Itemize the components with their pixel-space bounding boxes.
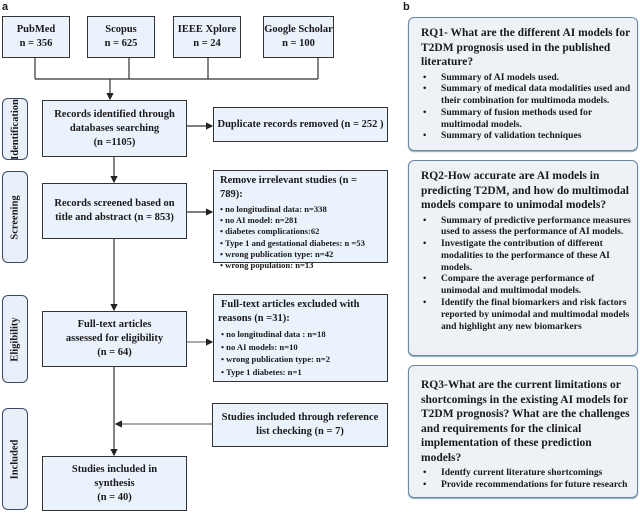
studies-included-box: Studies included in synthesis (n = 40): [42, 456, 187, 511]
text-line: Studies included in: [71, 463, 158, 475]
list-item: wrong publication type: n=2: [221, 353, 381, 366]
stage-label: Included: [9, 439, 21, 479]
irrelevant-studies-box: Remove irrelevant studies (n = 789): no …: [213, 170, 388, 270]
list-item: Summary of AI models used.: [421, 72, 633, 84]
text-line: databases searching: [69, 122, 160, 134]
source-google-scholar: Google Scholar n = 100: [263, 16, 334, 58]
source-ieee-xplore: IEEE Xplore n = 24: [173, 16, 241, 58]
list-item: Identfy current literature shortcomings: [421, 467, 633, 479]
text-line: Duplicate records removed (n = 252 ): [217, 118, 384, 130]
reference-checking-box: Studies included through reference list …: [212, 403, 388, 447]
question-text: RQ1- What are the different AI models fo…: [421, 27, 631, 68]
irrelevant-list: no longitudinal data: n=338 no AI model:…: [220, 204, 381, 271]
list-item: no longitudinal data: n=338: [220, 204, 381, 215]
stage-label: Eligibility: [9, 316, 21, 362]
box-title: reasons (n =31):: [218, 313, 290, 324]
source-scopus: Scopus n = 625: [87, 16, 155, 58]
text-line: list checking (n = 7): [256, 426, 344, 437]
text-line: (n =1105): [93, 136, 136, 148]
source-pubmed: PubMed n = 356: [2, 16, 70, 58]
source-name: IEEE Xplore: [177, 24, 237, 35]
text-line: Studies included through reference: [221, 412, 379, 423]
box-title: Remove irrelevant studies (n = 789):: [220, 175, 358, 200]
research-questions-column: RQ1- What are the different AI models fo…: [408, 17, 638, 498]
question-text: RQ2-How accurate are AI models in predic…: [421, 170, 629, 211]
list-item: Summary of predictive performance measur…: [421, 215, 633, 239]
list-item: Summary of validation techniques: [421, 130, 633, 142]
rq2-list: Summary of predictive performance measur…: [421, 215, 633, 333]
rq2-box: RQ2-How accurate are AI models in predic…: [408, 160, 638, 356]
list-item: Compare the average performance of unimo…: [421, 273, 633, 297]
source-name: Scopus: [105, 24, 137, 35]
rq3-list: Identfy current literature shortcomings …: [421, 467, 633, 491]
text-line: (n = 64): [97, 347, 132, 358]
text-line: assessed for eligibility: [65, 333, 164, 344]
panel-a-label: a: [2, 1, 9, 13]
list-item: Type 1 diabetes: n=1: [221, 366, 381, 379]
list-item: Summary of fusion methods used for multi…: [421, 107, 633, 131]
question-text: RQ3-What are the current limitations or …: [421, 379, 630, 464]
box-title: Full-text articles excluded with: [221, 299, 360, 310]
stage-label: Identification: [9, 98, 21, 160]
stage-screening: Screening: [2, 171, 28, 263]
rq1-box: RQ1- What are the different AI models fo…: [408, 17, 638, 151]
text-line: title and abstract (n = 853): [55, 212, 174, 223]
source-name: Google Scholar: [264, 24, 333, 35]
text-line: synthesis: [94, 477, 135, 489]
list-item: Summary of medical data modalities used …: [421, 83, 633, 107]
list-item: no AI model: n=281: [220, 215, 381, 226]
rq1-list: Summary of AI models used. Summary of me…: [421, 72, 633, 143]
list-item: no longitudinal data : n=18: [221, 328, 381, 341]
fulltext-excluded-box: Full-text articles excluded with reasons…: [213, 294, 388, 382]
stage-identification: Identification: [2, 98, 28, 160]
stage-eligibility: Eligibility: [2, 295, 28, 383]
list-item: no AI models: n=10: [221, 341, 381, 354]
duplicates-box: Duplicate records removed (n = 252 ): [213, 107, 388, 142]
text-line: Records identified through: [54, 108, 175, 120]
list-item: Type 1 and gestational diabetes: n =53: [220, 238, 381, 249]
stage-included: Included: [2, 408, 28, 510]
list-item: diabetes complications:62: [220, 226, 381, 237]
list-item: wrong publication type: n=42: [220, 249, 381, 260]
excluded-list: no longitudinal data : n=18 no AI models…: [218, 328, 381, 378]
source-count: n = 24: [193, 38, 221, 49]
stage-label: Screening: [9, 194, 21, 240]
rq3-box: RQ3-What are the current limitations or …: [408, 365, 638, 498]
text-line: Records screened based on: [54, 198, 175, 209]
list-item: Investigate the contribution of differen…: [421, 238, 633, 273]
fulltext-assessed-box: Full-text articles assessed for eligibil…: [42, 311, 187, 367]
text-line: Full-text articles: [77, 319, 152, 330]
source-count: n = 356: [19, 38, 53, 49]
list-item: wrong population: n=13: [220, 260, 381, 271]
records-screened-box: Records screened based on title and abst…: [42, 183, 187, 239]
source-name: PubMed: [16, 24, 56, 35]
source-count: n = 625: [104, 38, 138, 49]
panel-b-label: b: [403, 1, 410, 13]
records-identified-box: Records identified through databases sea…: [42, 100, 187, 157]
source-count: n = 100: [282, 38, 315, 49]
list-item: Identify the final biomarkers and risk f…: [421, 297, 633, 332]
list-item: Provide recommendations for future resea…: [421, 479, 633, 491]
text-line: (n = 40): [97, 491, 132, 503]
